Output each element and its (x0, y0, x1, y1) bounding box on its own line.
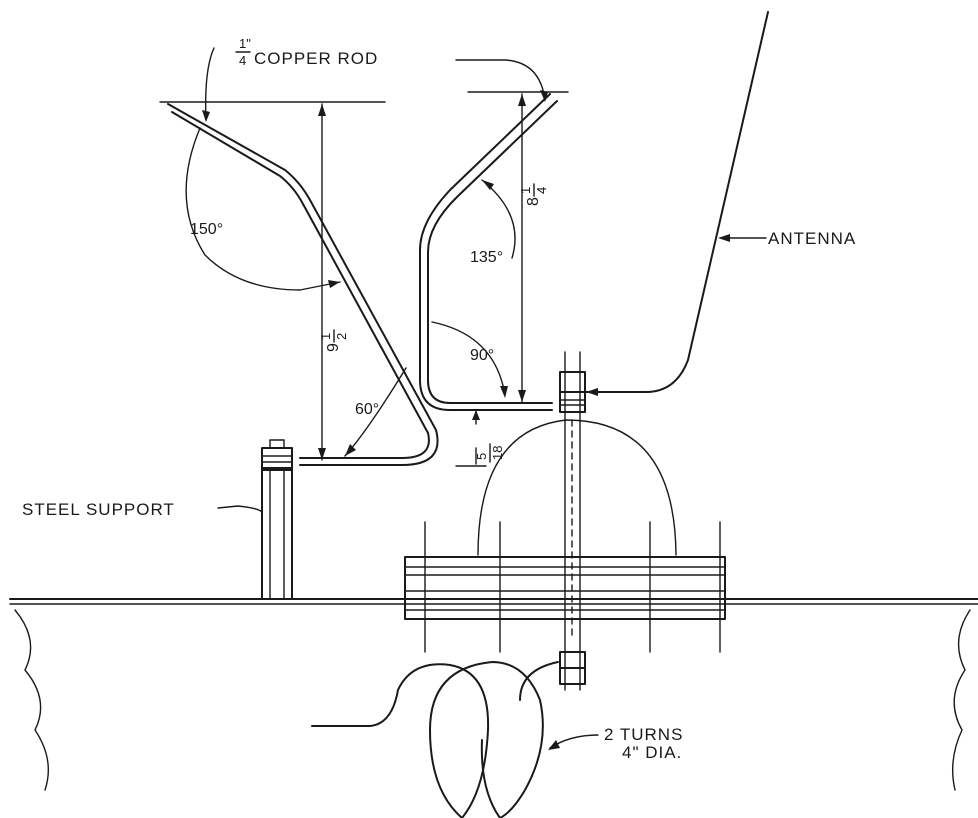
break-line-right (952, 609, 971, 791)
rod-leader-left (205, 47, 215, 121)
copper-rod-label: COPPER ROD (254, 49, 378, 68)
antenna-wire (585, 11, 769, 393)
coil-diameter-label: 4" DIA. (622, 743, 682, 762)
angle-60-label: 60° (355, 401, 379, 418)
steel-support-leader (217, 505, 263, 513)
svg-text:4: 4 (534, 187, 549, 194)
coil-lead-top (519, 661, 559, 701)
steel-support-post (261, 439, 293, 600)
svg-text:18: 18 (490, 446, 505, 460)
rod-fraction-denominator: 4 (239, 53, 246, 68)
gap-label: 5 18 (474, 443, 505, 463)
left-electrode (167, 103, 439, 466)
base-studs (424, 521, 721, 653)
svg-text:1: 1 (518, 187, 533, 194)
svg-text:1: 1 (318, 333, 333, 340)
insulator-dome (477, 419, 677, 556)
coil-two-turns (311, 661, 544, 818)
arc-150 (185, 127, 341, 291)
rod-leader-right (455, 59, 546, 101)
dim-right-height (518, 93, 526, 403)
svg-text:5: 5 (474, 453, 489, 460)
rod-fraction-numerator: 1" (239, 36, 251, 51)
dim-gap (455, 409, 487, 467)
height-right-label: 8 1 4 (518, 183, 549, 206)
coil-turns-label: 2 TURNS (604, 725, 683, 744)
svg-text:2: 2 (334, 333, 349, 340)
steel-support-label: STEEL SUPPORT (22, 500, 175, 519)
angle-150-label: 150° (190, 221, 223, 238)
central-bolt (559, 351, 586, 691)
right-electrode (419, 93, 558, 411)
antenna-label: ANTENNA (768, 229, 856, 248)
arc-135 (481, 179, 516, 259)
arc-90 (431, 321, 506, 396)
dim-left-height (318, 103, 326, 461)
svg-text:8: 8 (525, 197, 542, 206)
height-left-label: 9 1 2 (318, 329, 349, 352)
svg-text:9: 9 (325, 343, 342, 352)
break-line-left (14, 609, 50, 791)
angle-135-label: 135° (470, 249, 503, 266)
angle-90-label: 90° (470, 347, 494, 364)
